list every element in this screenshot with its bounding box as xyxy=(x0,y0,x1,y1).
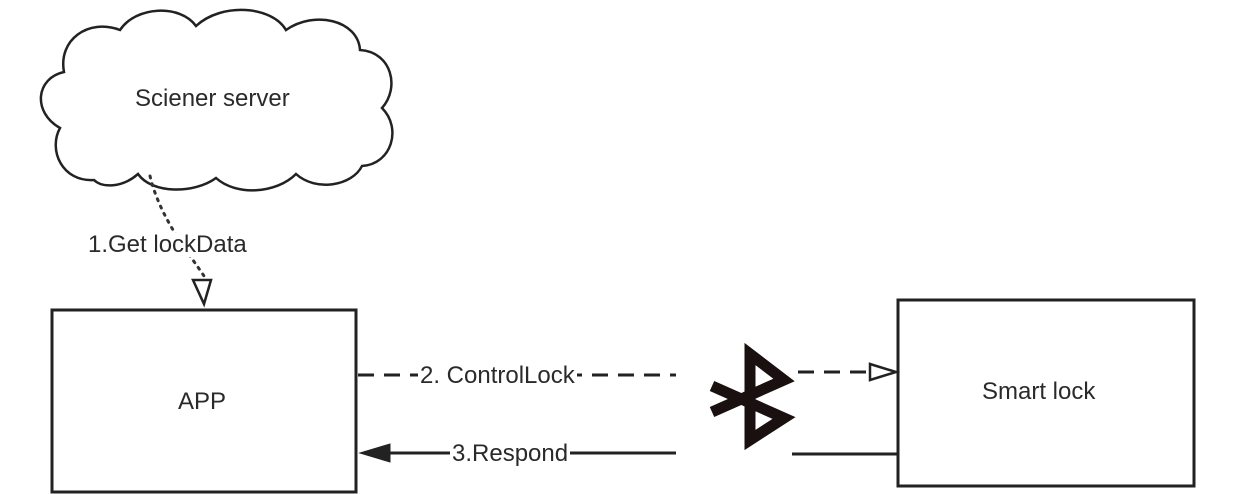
cloud-label: Sciener server xyxy=(135,85,290,112)
bluetooth-icon xyxy=(709,342,796,451)
get-lockdata-arrowhead xyxy=(191,278,213,308)
get-lockdata-arrow-line xyxy=(148,174,206,278)
app-box[interactable] xyxy=(50,308,358,494)
get-lockdata-label: 1.Get lockData xyxy=(86,231,249,258)
control-lock-arrowhead xyxy=(868,362,901,382)
smart-lock-box[interactable] xyxy=(896,298,1196,488)
app-label: APP xyxy=(178,388,227,415)
cloud-shape[interactable] xyxy=(39,8,394,192)
respond-label: 3.Respond xyxy=(450,440,571,467)
control-lock-label: 2. ControlLock xyxy=(418,362,577,389)
respond-arrowhead xyxy=(358,443,391,463)
smart-lock-label: Smart lock xyxy=(982,378,1096,405)
